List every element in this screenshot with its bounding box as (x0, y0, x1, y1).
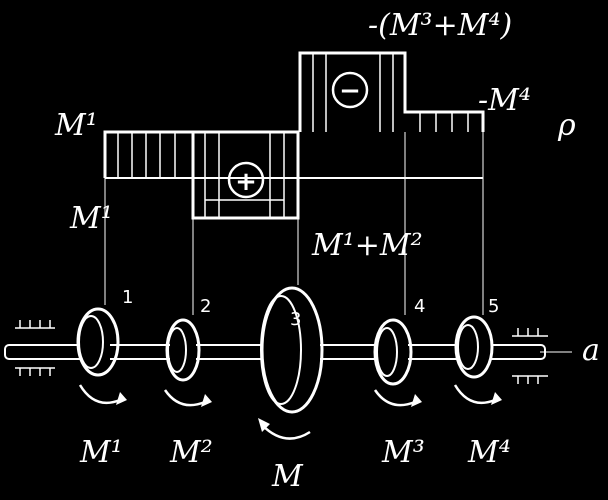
moment-arrowheads (116, 392, 502, 432)
label-rho: ρ (557, 108, 576, 143)
segment-2-hatch (204, 132, 285, 218)
minus-sign: − (339, 76, 361, 106)
left-bearing-icon (15, 320, 55, 376)
disk-4 (373, 318, 413, 386)
disk-number-4: 4 (414, 296, 425, 317)
segment-1-outline (103, 130, 195, 178)
label-left-top: M¹ (54, 108, 98, 143)
shaft-hubs (110, 344, 458, 360)
torque-plot: + − (103, 51, 485, 220)
moment-label-5: M⁴ (467, 435, 511, 470)
moment-label-2: M² (169, 435, 213, 470)
plus-sign-circle (227, 161, 265, 199)
segment-3-outline (298, 51, 485, 132)
disk-number-5: 5 (488, 296, 499, 317)
right-bearing-icon (512, 328, 548, 384)
label-right-top: -M⁴ (478, 83, 531, 118)
minus-sign-circle (331, 71, 369, 109)
disks (76, 286, 494, 414)
label-top-right: -(M³+M⁴) (368, 8, 512, 43)
segment-1-hatch (117, 132, 176, 178)
disk-3 (260, 286, 324, 414)
moment-label-4: M³ (381, 435, 425, 470)
moment-label-3: M (271, 459, 304, 494)
label-axis: a (582, 333, 600, 368)
moment-arrow-2 (163, 389, 206, 407)
disk-1 (76, 307, 120, 377)
label-mid-left: M¹ (69, 201, 113, 236)
segment-3-hatch (312, 53, 394, 132)
plus-sign: + (235, 167, 257, 197)
segment-4-hatch (419, 112, 469, 132)
disk-number-3: 3 (290, 309, 301, 330)
disk-number-2: 2 (200, 296, 211, 317)
label-mid-right: M¹+M² (311, 228, 423, 263)
moment-arrow-3 (261, 424, 311, 440)
moment-label-1: M¹ (79, 435, 123, 470)
disk-2 (165, 318, 201, 382)
projection-lines (104, 132, 484, 315)
moment-arrows (78, 384, 496, 440)
disk-5 (454, 315, 494, 379)
moment-arrow-5 (453, 384, 496, 405)
disk-number-1: 1 (122, 287, 133, 308)
moment-arrow-1 (78, 384, 121, 405)
moment-arrow-4 (373, 389, 416, 407)
